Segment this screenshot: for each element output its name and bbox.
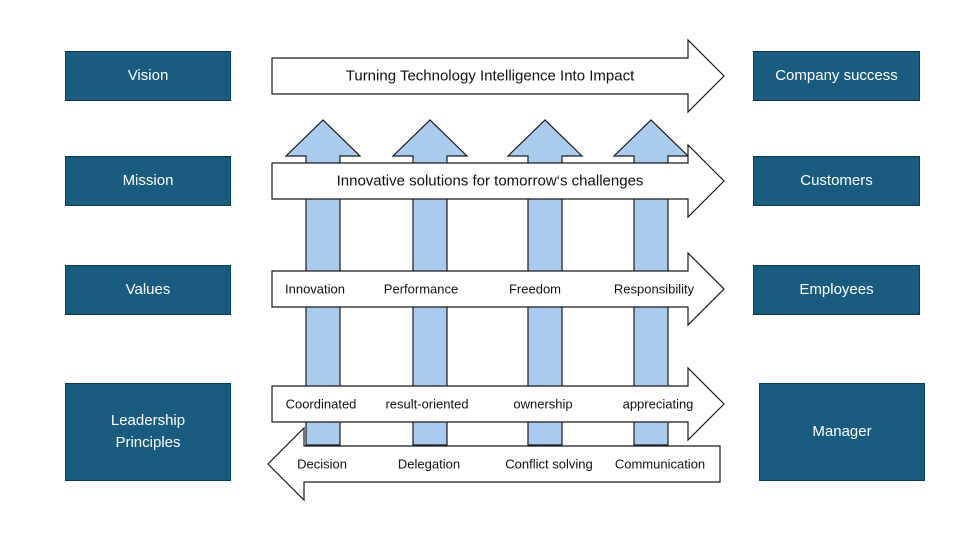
values-arrow [271, 251, 725, 327]
leadership-right-label: result-oriented [385, 396, 469, 412]
leadership-left-label: Communication [614, 456, 706, 472]
left-box-mission: Mission [65, 156, 231, 206]
vision-arrow [271, 38, 725, 114]
value-label: Freedom [508, 281, 562, 297]
value-label: Responsibility [613, 281, 695, 297]
mission-arrow [271, 143, 725, 219]
left-box-leadership-principles: Leadership Principles [65, 383, 231, 481]
right-box-company-success: Company success [753, 51, 920, 101]
leadership-right-label: Coordinated [285, 396, 357, 412]
left-box-values: Values [65, 265, 231, 315]
leadership-right-label: appreciating [622, 396, 694, 412]
value-label: Performance [383, 281, 459, 297]
leadership-left-label: Conflict solving [505, 456, 593, 472]
leadership-right-arrow [271, 366, 725, 442]
leadership-left-label: Delegation [397, 456, 461, 472]
mission-statement: Innovative solutions for tomorrow‘s chal… [336, 172, 644, 190]
vision-statement: Turning Technology Intelligence Into Imp… [345, 67, 635, 85]
right-box-employees: Employees [753, 265, 920, 315]
value-label: Innovation [285, 281, 345, 297]
leadership-right-label: ownership [513, 396, 573, 412]
leadership-left-label: Decision [297, 456, 347, 472]
right-box-manager: Manager [759, 383, 925, 481]
right-box-customers: Customers [753, 156, 920, 206]
horizontal-arrows [267, 38, 725, 502]
leadership-left-arrow [267, 426, 721, 502]
left-box-vision: Vision [65, 51, 231, 101]
